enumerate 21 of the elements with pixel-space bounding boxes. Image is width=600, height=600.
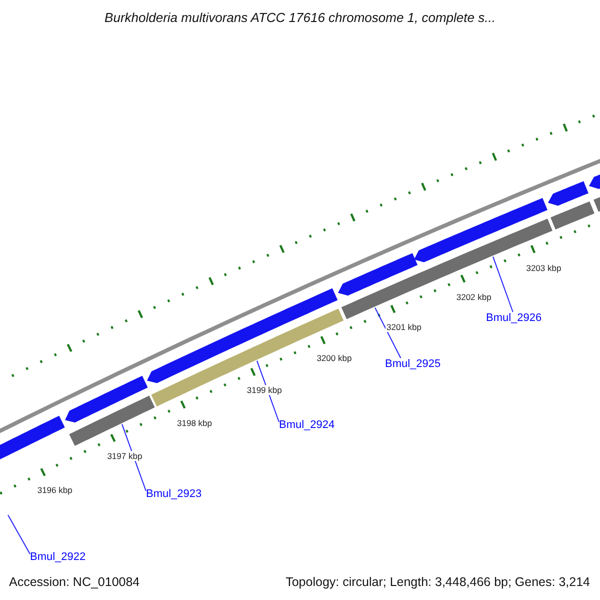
footer-text: Topology: circular; Length: 3,448,466 bp; Genes: 3,214 — [286, 575, 590, 589]
scale-label: 3200 kbp — [316, 353, 353, 364]
scale-label: 3202 kbp — [455, 292, 492, 302]
scale-label: 3198 kbp — [176, 418, 213, 428]
gene-label: Bmul_2922 — [30, 551, 86, 563]
leader-line — [492, 256, 514, 312]
scale-label: 3203 kbp — [525, 262, 562, 273]
scale-label: 3196 kbp — [36, 485, 74, 496]
gene-bar — [69, 396, 155, 446]
gene-label: Bmul_2923 — [146, 488, 202, 500]
gene-label: Bmul_2925 — [385, 358, 441, 370]
gene-label: Bmul_2926 — [486, 312, 542, 324]
leader-line — [8, 514, 30, 554]
scale-label: 3201 kbp — [386, 322, 423, 332]
footer-text: Accession: NC_010084 — [9, 575, 140, 589]
title: Burkholderia multivorans ATCC 17616 chromosome 1, complete s... — [104, 10, 496, 25]
scale-label: 3199 kbp — [246, 385, 283, 396]
gene-label: Bmul_2924 — [279, 419, 335, 431]
leader-line — [374, 307, 402, 358]
scale-label: 3197 kbp — [106, 450, 144, 461]
leader-line — [122, 424, 146, 492]
